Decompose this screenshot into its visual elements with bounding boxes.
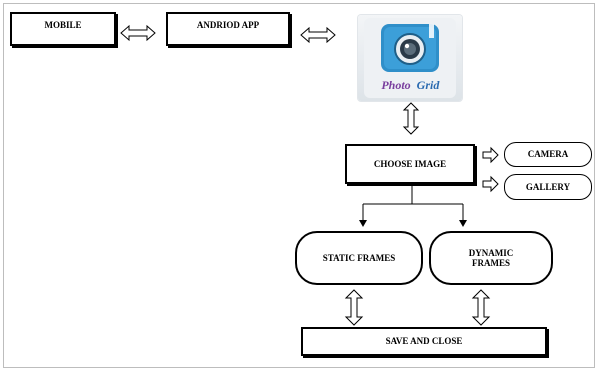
dynamic-frames-label-line2: FRAMES (472, 258, 510, 268)
photo-grid-app-icon: Photo Grid (358, 15, 462, 101)
android-app-label: ANDRIOD APP (196, 20, 260, 30)
save-and-close-box: SAVE AND CLOSE (301, 327, 547, 356)
diagram-frame (3, 3, 595, 368)
choose-image-label: CHOOSE IMAGE (373, 158, 447, 169)
android-app-box: ANDRIOD APP (166, 12, 290, 46)
static-frames-label: STATIC FRAMES (322, 252, 396, 263)
gallery-label: GALLERY (525, 181, 571, 192)
mobile-box: MOBILE (10, 12, 116, 46)
wordmark-photo: Photo (381, 78, 410, 92)
save-and-close-label: SAVE AND CLOSE (385, 336, 463, 347)
choose-image-box: CHOOSE IMAGE (345, 144, 475, 184)
photo-grid-camera-icon: Photo Grid (364, 18, 456, 98)
static-frames-node: STATIC FRAMES (295, 231, 423, 285)
camera-label: CAMERA (527, 149, 569, 160)
gallery-node: GALLERY (504, 174, 592, 200)
camera-node: CAMERA (504, 142, 592, 167)
dynamic-frames-label-line1: DYNAMIC (468, 247, 514, 258)
mobile-label: MOBILE (44, 20, 82, 30)
dynamic-frames-node: DYNAMIC FRAMES (429, 231, 553, 285)
wordmark-grid: Grid (417, 78, 441, 92)
